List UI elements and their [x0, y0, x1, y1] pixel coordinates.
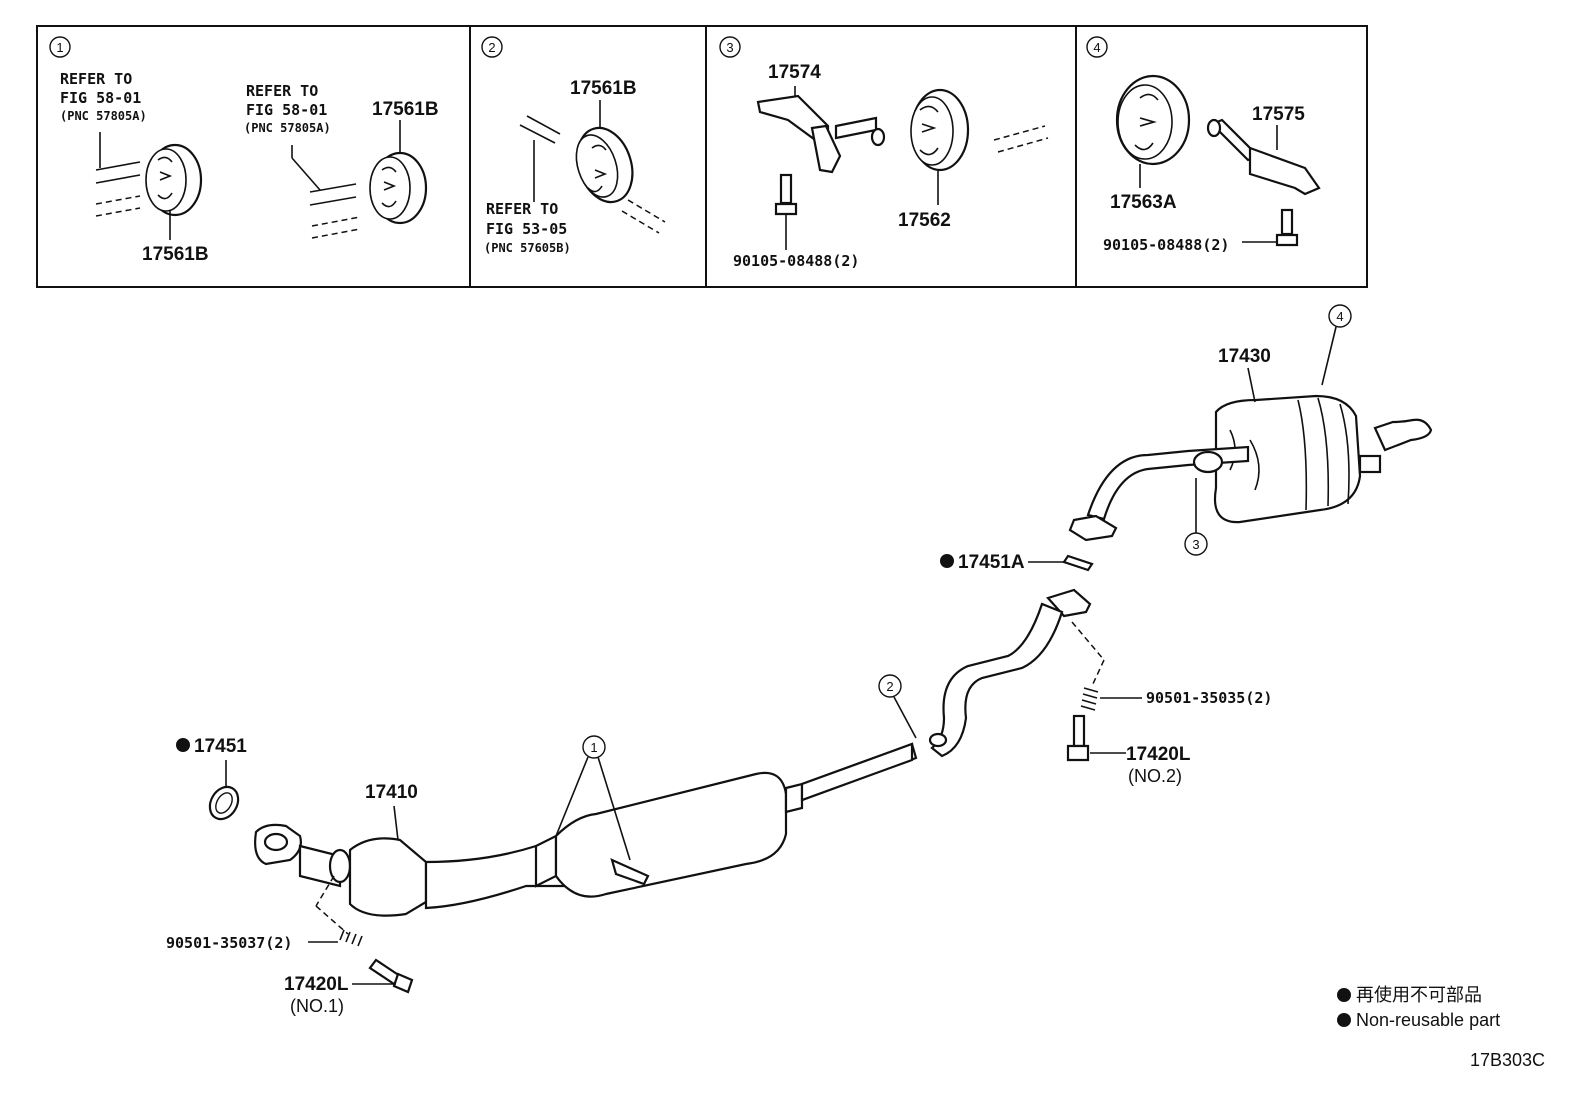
panel-3: 3 17574 17562 90105-08488(2) — [719, 36, 1049, 270]
front-pipe — [254, 742, 914, 917]
panel-1-part-b: 17561B — [372, 99, 439, 120]
panel-1: 1 REFER TO FIG 58-01 (PNC 57805A) REFER … — [49, 36, 439, 265]
hanger-rubber-icon — [1115, 74, 1191, 188]
panel-3-number: 3 — [726, 40, 733, 55]
part-17420l-no2: 17420L — [1126, 744, 1191, 765]
panel-1-ref-a-line3: (PNC 57805A) — [60, 109, 147, 123]
part-90501-35037: 90501-35037(2) — [166, 934, 292, 952]
panel-1-ref-a-line2: FIG 58-01 — [60, 89, 141, 107]
spring-icon — [1080, 687, 1099, 711]
bolt-icon — [1242, 208, 1299, 247]
bolt-icon — [774, 173, 798, 250]
gasket-17451a: 17451A — [940, 552, 1094, 573]
figure-code: 17B303C — [1470, 1050, 1545, 1070]
label-no1: (NO.1) — [290, 996, 344, 1016]
part-17430: 17430 — [1218, 346, 1271, 367]
panel-1-part-a: 17561B — [142, 244, 209, 265]
callout-1: 1 — [555, 735, 650, 886]
callout-4: 4 — [1321, 304, 1352, 386]
panel-2-ref-line3: (PNC 57605B) — [484, 241, 571, 255]
bolt-icon — [368, 958, 414, 994]
panel-4-part-bracket: 17575 — [1252, 104, 1305, 125]
panel-1-ref-b-line3: (PNC 57805A) — [244, 121, 331, 135]
panel-1-ref-b-line1: REFER TO — [246, 82, 318, 100]
panel-4-part-rubber: 17563A — [1110, 192, 1177, 213]
hanger-rubber-icon — [910, 88, 1049, 205]
hanger-rubber-icon — [95, 132, 203, 240]
panel-3-part-rubber: 17562 — [898, 210, 951, 231]
label-no2: (NO.2) — [1128, 766, 1182, 786]
panel-2-number: 2 — [488, 40, 495, 55]
panel-1-number: 1 — [56, 40, 63, 55]
hanger-rubber-icon — [519, 100, 666, 234]
part-17410: 17410 — [365, 782, 418, 803]
callout-2: 2 — [878, 674, 917, 739]
legend: 再使用不可部品 Non-reusable part — [1337, 985, 1500, 1030]
svg-text:4: 4 — [1336, 309, 1343, 324]
panel-2-ref-line1: REFER TO — [486, 200, 558, 218]
panel-2-part: 17561B — [570, 78, 637, 99]
hanger-rubber-icon — [291, 120, 428, 239]
panel-4-part-bolt: 90105-08488(2) — [1103, 236, 1229, 254]
svg-text:2: 2 — [886, 679, 893, 694]
panel-2: 2 17561B REFER TO FIG 53-05 (PNC 57605B) — [481, 36, 666, 255]
muffler — [1068, 394, 1433, 542]
panel-2-ref-line2: FIG 53-05 — [486, 220, 567, 238]
part-17451a: 17451A — [958, 552, 1025, 573]
bolt-icon — [1066, 714, 1090, 762]
panel-4-number: 4 — [1093, 40, 1100, 55]
panel-1-ref-b-line2: FIG 58-01 — [246, 101, 327, 119]
part-17451: 17451 — [194, 736, 247, 757]
svg-text:1: 1 — [590, 740, 597, 755]
bracket-icon — [1206, 118, 1321, 196]
svg-text:3: 3 — [1192, 537, 1199, 552]
detail-panels — [36, 25, 1368, 288]
legend-jp: 再使用不可部品 — [1356, 985, 1482, 1005]
part-90501-35035: 90501-35035(2) — [1146, 689, 1272, 707]
panel-3-part-bracket: 17574 — [768, 62, 821, 83]
panel-1-ref-a-line1: REFER TO — [60, 70, 132, 88]
legend-en: Non-reusable part — [1356, 1010, 1500, 1030]
bracket-icon — [756, 86, 886, 174]
part-17420l-no1: 17420L — [284, 974, 349, 995]
panel-3-part-bolt: 90105-08488(2) — [733, 252, 859, 270]
gasket-17451: 17451 — [176, 736, 247, 821]
callout-3: 3 — [1184, 478, 1208, 556]
spring-icon — [339, 929, 363, 947]
panel-4: 4 17563A 17575 90105-08488(2) — [1086, 36, 1321, 254]
